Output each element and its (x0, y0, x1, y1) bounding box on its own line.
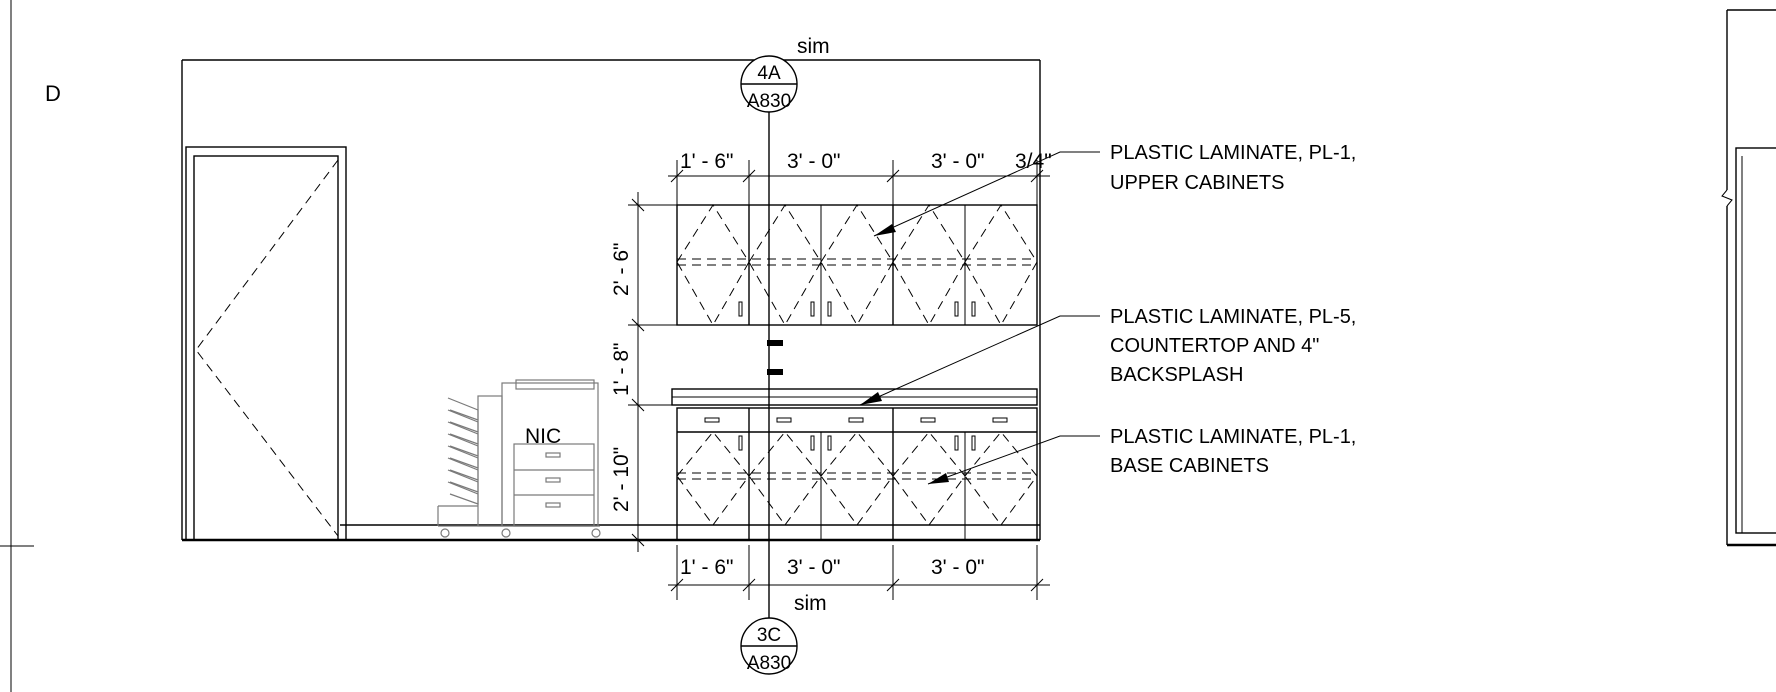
section-bottom-sheet: A830 (747, 653, 791, 674)
dimension-string-top: 1' - 6" 3' - 0" 3' - 0" 3/4" (668, 150, 1052, 205)
dimension-string-vertical: 2' - 6" 1' - 8" 2' - 10" (610, 192, 677, 552)
dim-top-2: 3' - 0" (787, 150, 840, 173)
upper-cabinets (676, 204, 1038, 327)
note-3-line-1: PLASTIC LAMINATE, PL-1, (1110, 426, 1356, 448)
equipment-label: NIC (525, 425, 561, 448)
dim-top-1: 1' - 6" (680, 150, 733, 173)
dim-vert-lower: 2' - 10" (610, 447, 633, 512)
section-top-detail: 4A (757, 63, 781, 84)
section-top-sheet: A830 (747, 91, 791, 112)
grid-label: D (45, 81, 61, 106)
dim-top-3: 3' - 0" (931, 150, 984, 173)
note-1-line-2: UPPER CABINETS (1110, 172, 1284, 194)
note-countertop: PLASTIC LAMINATE, PL-5, COUNTERTOP AND 4… (859, 306, 1356, 406)
dim-bottom-2: 3' - 0" (787, 556, 840, 579)
dim-vert-upper: 2' - 6" (610, 243, 633, 296)
copier-equipment: NIC (437, 379, 601, 538)
note-1-line-1: PLASTIC LAMINATE, PL-1, (1110, 142, 1356, 164)
dim-bottom-3: 3' - 0" (931, 556, 984, 579)
section-cut-line (767, 112, 783, 620)
section-top-sim: sim (797, 35, 830, 58)
note-2-line-1: PLASTIC LAMINATE, PL-5, (1110, 306, 1356, 328)
adjacent-elevation-fragment (1721, 9, 1776, 547)
dimension-string-bottom: 1' - 6" 3' - 0" 3' - 0" (668, 545, 1050, 600)
dim-bottom-1: 1' - 6" (680, 556, 733, 579)
section-bubble-bottom: 3C A830 sim (740, 592, 827, 675)
countertop (671, 388, 1038, 406)
section-bottom-detail: 3C (757, 625, 781, 646)
door (185, 146, 347, 541)
note-3-line-2: BASE CABINETS (1110, 455, 1269, 477)
dim-top-4: 3/4" (1015, 150, 1052, 173)
note-2-line-2: COUNTERTOP AND 4" (1110, 335, 1319, 357)
note-2-line-3: BACKSPLASH (1110, 364, 1243, 386)
section-bubble-top: 4A A830 sim (740, 35, 830, 113)
note-upper-cabinets: PLASTIC LAMINATE, PL-1, UPPER CABINETS (873, 142, 1356, 237)
section-bottom-sim: sim (794, 592, 827, 615)
base-cabinets (676, 407, 1038, 541)
dim-vert-middle: 1' - 8" (610, 343, 633, 396)
note-base-cabinets: PLASTIC LAMINATE, PL-1, BASE CABINETS (927, 426, 1356, 485)
